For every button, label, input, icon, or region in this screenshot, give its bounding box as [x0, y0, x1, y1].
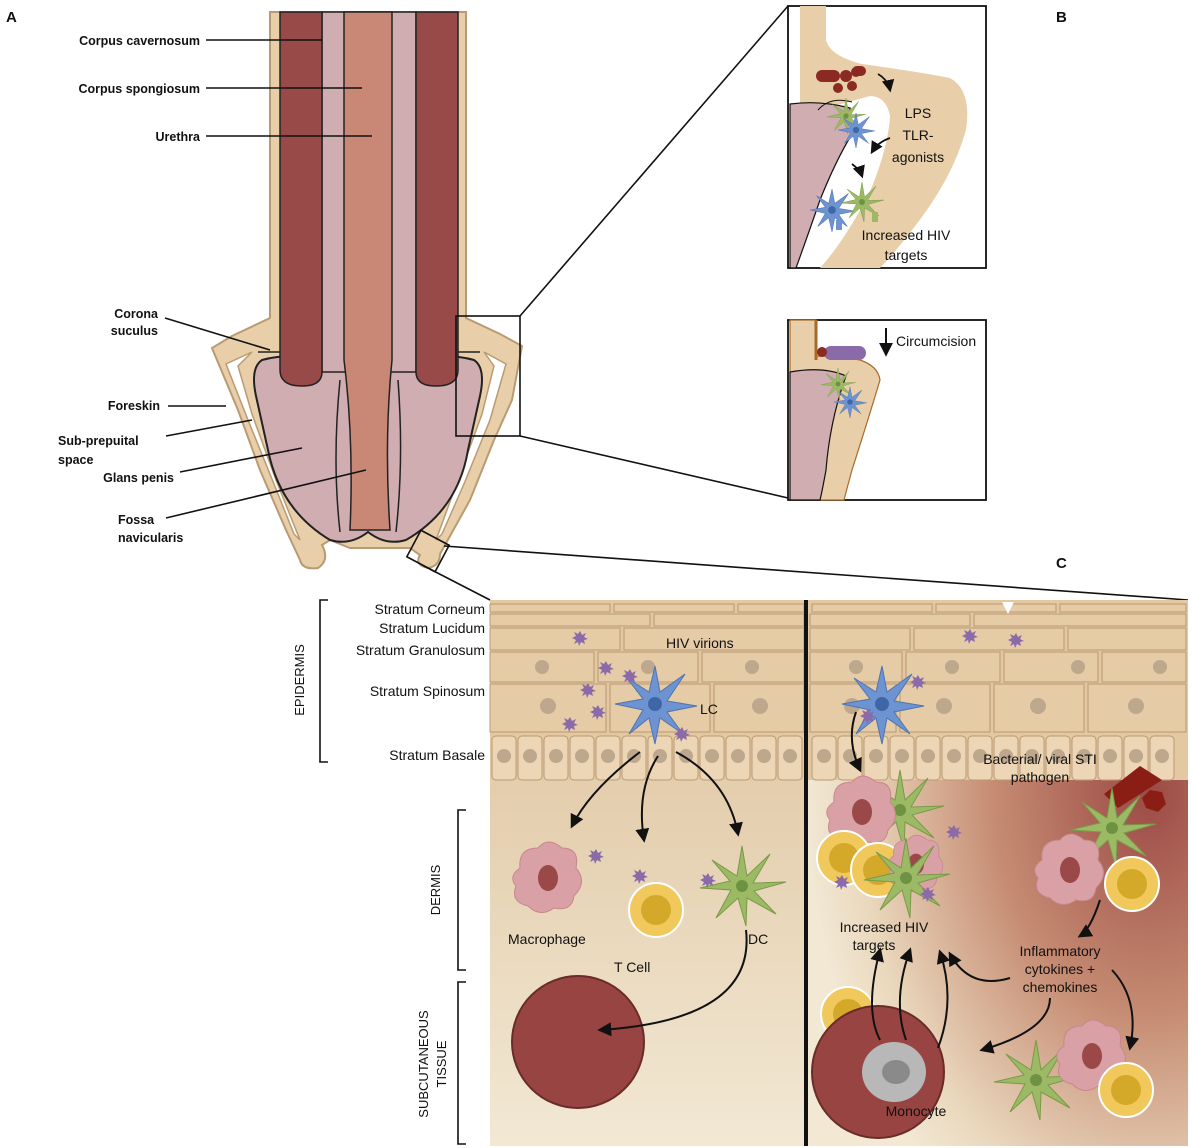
monocyte-left	[511, 975, 645, 1109]
label-epidermis: EPIDERMIS	[292, 644, 307, 716]
label-c-increased-hiv: Increased HIV	[840, 919, 929, 935]
label-c-targets: targets	[853, 937, 896, 953]
label-b-targets: targets	[885, 247, 928, 263]
label-corona-2: suculus	[111, 324, 158, 338]
label-tissue: TISSUE	[434, 1040, 449, 1087]
label-urethra: Urethra	[156, 130, 202, 144]
label-cyto-2: cytokines +	[1025, 961, 1095, 977]
label-foreskin: Foreskin	[108, 399, 160, 413]
label-subprep-2: space	[58, 453, 93, 467]
label-corona-1: Corona	[114, 307, 159, 321]
label-subprep-1: Sub-prepuital	[58, 434, 139, 448]
label-macrophage: Macrophage	[508, 931, 586, 947]
label-stratum-granulosum: Stratum Granulosum	[356, 642, 485, 658]
corpus-cavernosum-right	[415, 11, 459, 387]
label-tcell: T Cell	[614, 959, 650, 975]
panel-a-penis-diagram	[210, 11, 524, 570]
label-subcutaneous: SUBCUTANEOUS	[416, 1010, 431, 1118]
panel-letter-b: B	[1056, 9, 1067, 26]
label-pathogen-1: Bacterial/ viral STI	[983, 751, 1097, 767]
label-fossa-1: Fossa	[118, 513, 155, 527]
label-stratum-basale: Stratum Basale	[389, 747, 485, 763]
label-dc: DC	[748, 931, 768, 947]
panel-c	[489, 600, 1188, 1146]
zoom-connector-lines	[423, 5, 1189, 601]
label-cyto-3: chemokines	[1023, 979, 1098, 995]
panel-b-top: LPS TLR- agonists Increased HIV targets	[787, 5, 987, 269]
label-pathogen-2: pathogen	[1011, 769, 1069, 785]
label-stratum-lucidum: Stratum Lucidum	[379, 620, 485, 636]
zoom-box-foreskin	[455, 315, 521, 437]
panel-letter-c: C	[1056, 555, 1067, 572]
sub-prepuital-space-left	[225, 351, 301, 541]
label-lps: LPS	[905, 105, 931, 121]
label-stratum-corneum: Stratum Corneum	[375, 601, 485, 617]
panel-letter-a: A	[6, 9, 17, 26]
label-agonists: agonists	[892, 149, 944, 165]
corpus-cavernosum-left	[279, 11, 323, 387]
label-cyto-1: Inflammatory	[1020, 943, 1101, 959]
label-dermis: DERMIS	[428, 864, 443, 915]
label-hiv-virions: HIV virions	[666, 635, 734, 651]
label-lc: LC	[700, 701, 718, 717]
label-circumcision: Circumcision	[896, 333, 976, 349]
urethra	[343, 11, 393, 531]
label-glans: Glans penis	[103, 471, 174, 485]
panel-a-leader-lines	[164, 39, 372, 519]
label-corpus-spongiosum: Corpus spongiosum	[78, 82, 200, 96]
panel-c-labels: EPIDERMIS DERMIS SUBCUTANEOUS TISSUE Str…	[292, 601, 1100, 1119]
panel-b-bottom: Circumcision	[787, 319, 987, 501]
label-stratum-spinosum: Stratum Spinosum	[370, 683, 485, 699]
zoom-box-skin	[405, 529, 451, 573]
label-monocyte: Monocyte	[886, 1103, 947, 1119]
label-b-increased-hiv: Increased HIV	[862, 227, 951, 243]
label-tlr: TLR-	[902, 127, 933, 143]
label-fossa-2: navicularis	[118, 531, 183, 545]
layer-brackets	[319, 599, 466, 1145]
label-corpus-cavernosum: Corpus cavernosum	[79, 34, 200, 48]
panel-a-labels: Corpus cavernosum Corpus spongiosum Uret…	[58, 34, 201, 545]
